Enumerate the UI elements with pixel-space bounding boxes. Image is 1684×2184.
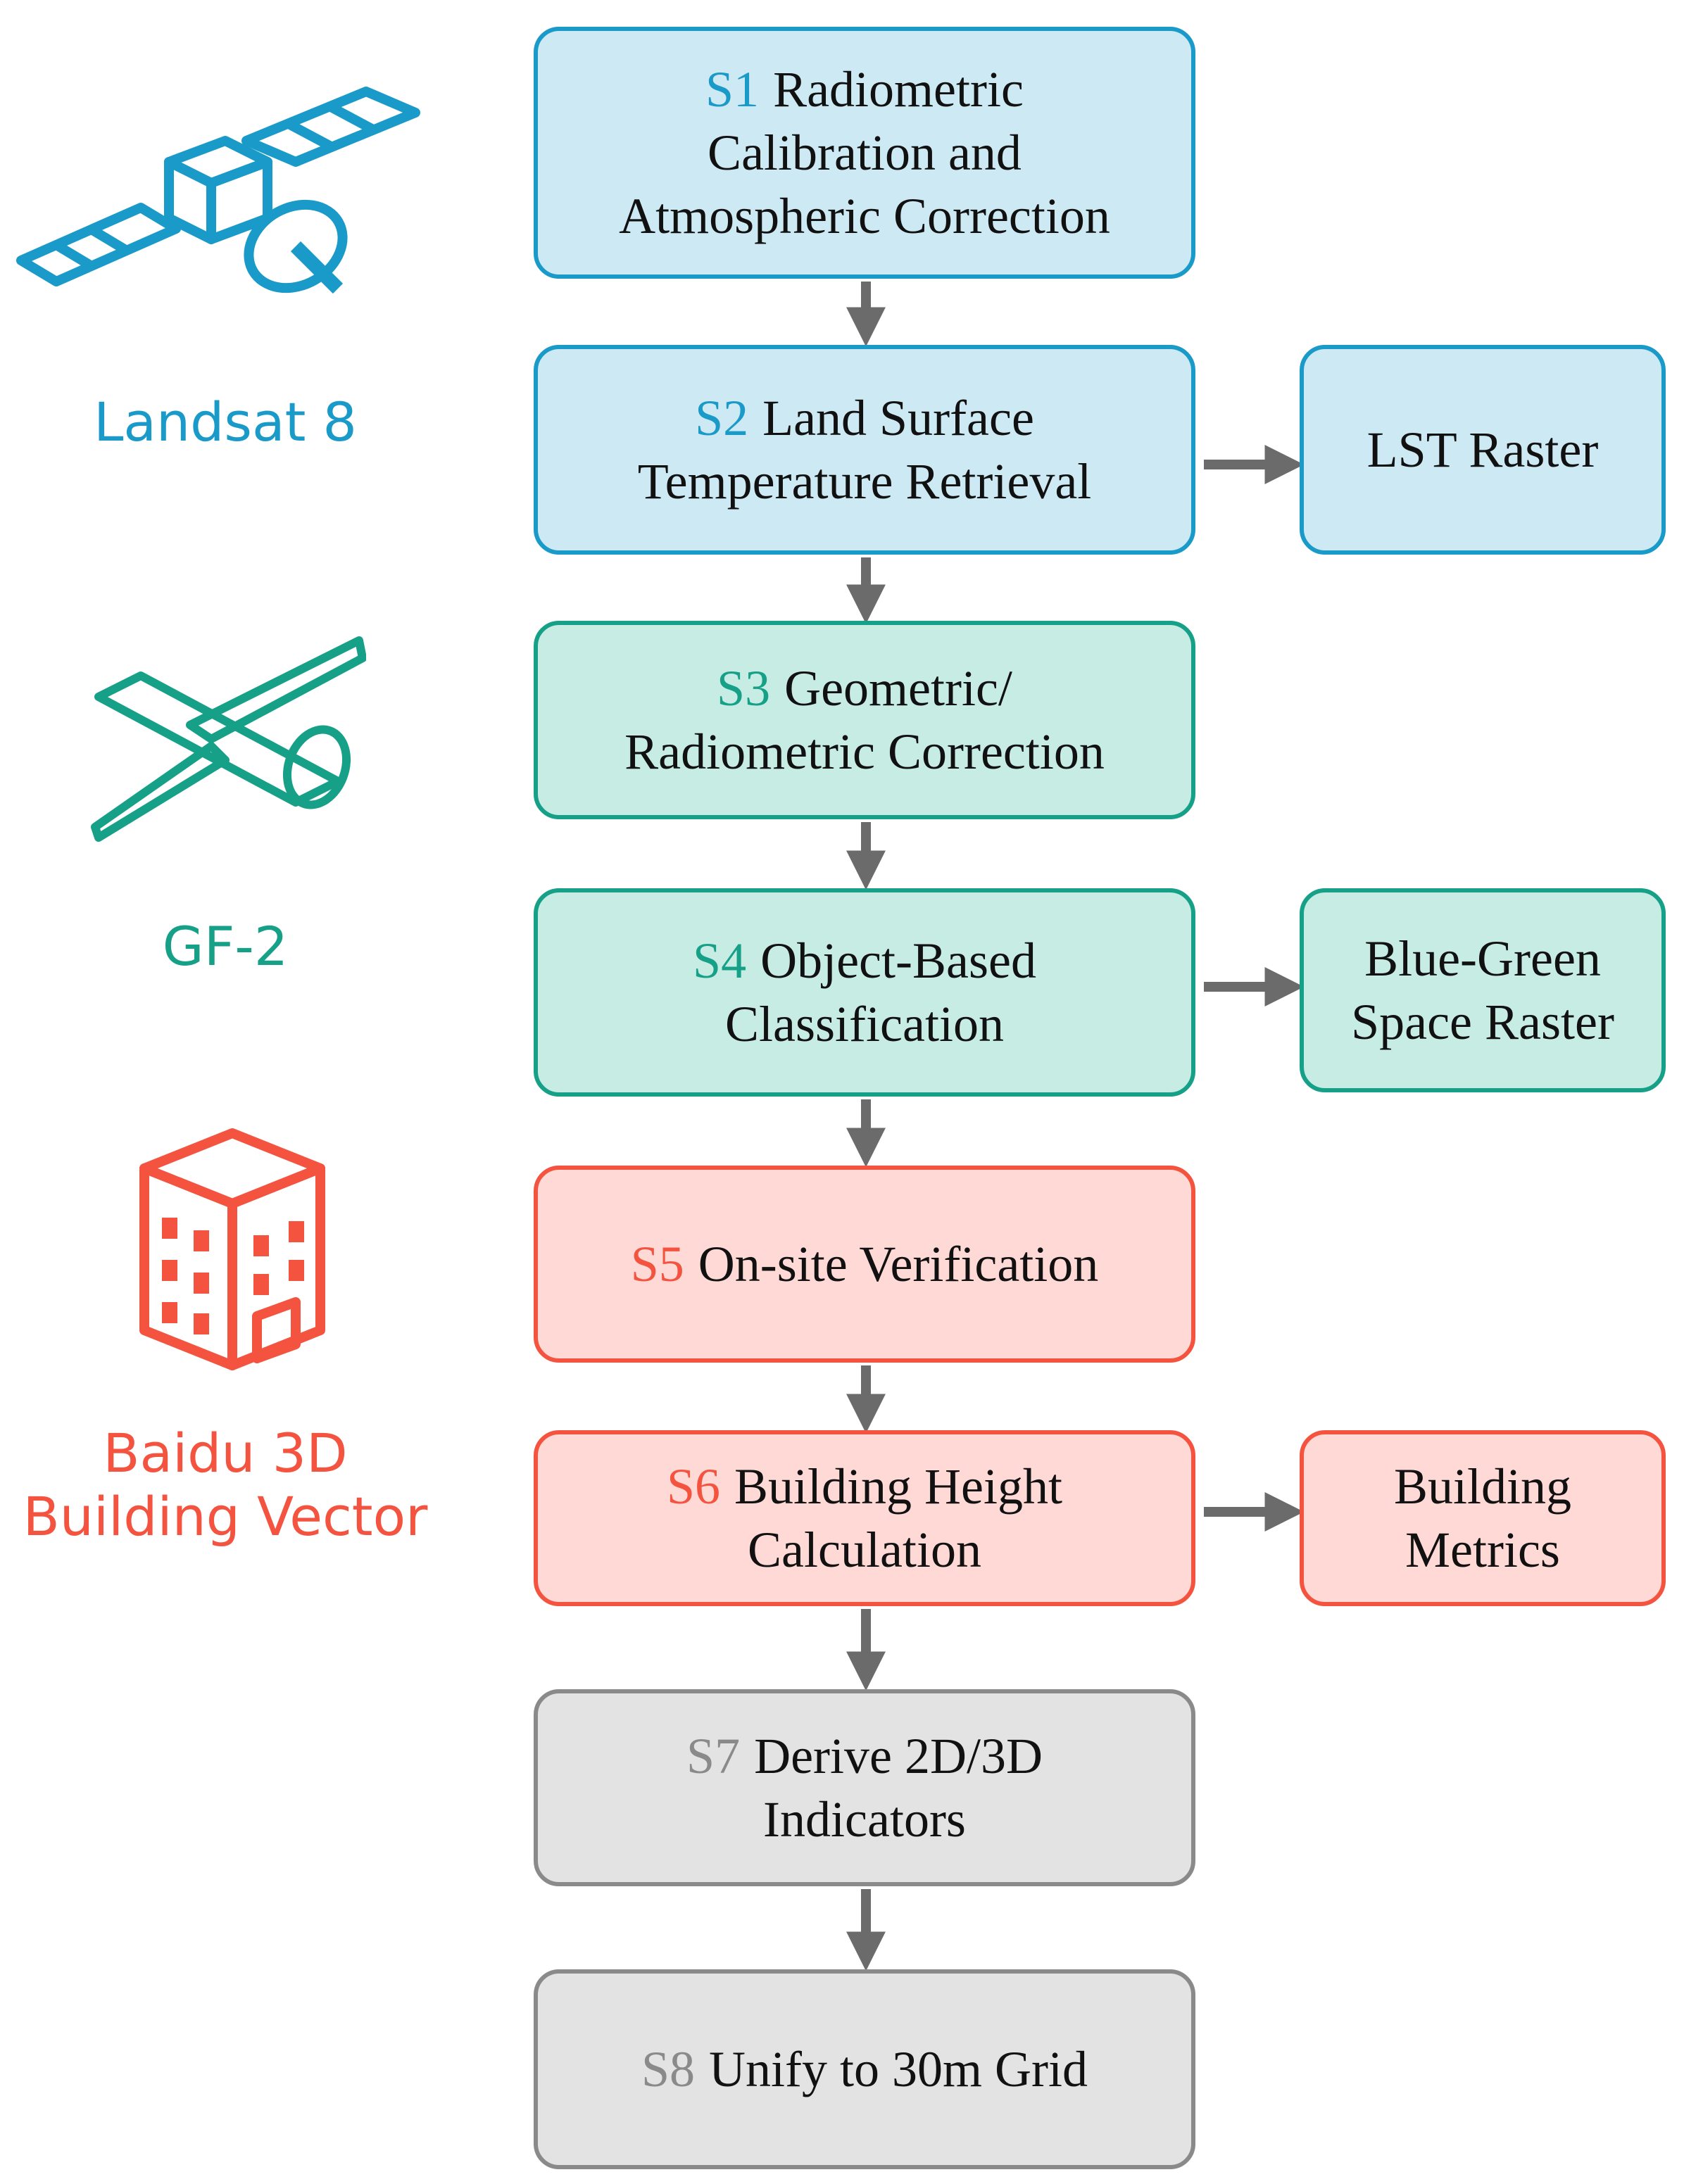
step-s7-text-2: Indicators [763,1791,966,1848]
source-label-landsat: Landsat 8 [94,391,357,453]
step-s7-number: S7 [686,1728,741,1784]
step-s1-text-2: Calibration and [708,125,1022,181]
step-s2-text-1: Land Surface [762,390,1034,446]
step-s7-text-1: Derive 2D/3D [754,1728,1043,1784]
output-lst-box: LST Raster [1300,345,1666,555]
output-metrics-text-2: Metrics [1405,1522,1560,1578]
source-label-baidu-line1: Baidu 3D [103,1422,348,1484]
output-bluegreen-box: Blue-Green Space Raster [1300,888,1666,1092]
step-s1-number: S1 [705,61,760,118]
step-s3-text-2: Radiometric Correction [624,724,1105,780]
step-s1-text-3: Atmospheric Correction [619,188,1110,244]
step-s3-number: S3 [717,660,771,717]
satellite-outline-icon [91,636,366,842]
step-s2-text-2: Temperature Retrieval [637,453,1092,510]
source-label-baidu: Baidu 3D Building Vector [0,1422,451,1548]
output-bluegreen-text-1: Blue-Green [1364,930,1601,987]
step-s2-number: S2 [695,390,749,446]
step-s8-number: S8 [641,2041,696,2097]
step-s5-text-1: On-site Verification [698,1236,1099,1292]
step-s6-text-1: Building Height [734,1458,1063,1515]
source-label-gf2: GF-2 [162,915,289,978]
step-s4-text-2: Classification [725,996,1004,1052]
step-s6-number: S6 [666,1458,721,1515]
output-lst-text: LST Raster [1366,422,1599,478]
step-s1-text-1: Radiometric [773,61,1024,118]
output-metrics-box: Building Metrics [1300,1430,1666,1606]
source-label-baidu-line2: Building Vector [23,1485,428,1548]
step-s4-number: S4 [693,933,747,989]
output-metrics-text-1: Building [1393,1458,1572,1515]
output-bluegreen-text-2: Space Raster [1351,994,1614,1050]
step-s4-text-1: Object-Based [760,933,1036,989]
step-s6-text-2: Calculation [748,1522,981,1578]
step-s8-text-1: Unify to 30m Grid [709,2041,1088,2097]
step-s5-number: S5 [630,1236,684,1292]
satellite-icon [16,87,420,294]
step-s3-text-1: Geometric/ [784,660,1012,717]
building-icon [139,1128,325,1370]
